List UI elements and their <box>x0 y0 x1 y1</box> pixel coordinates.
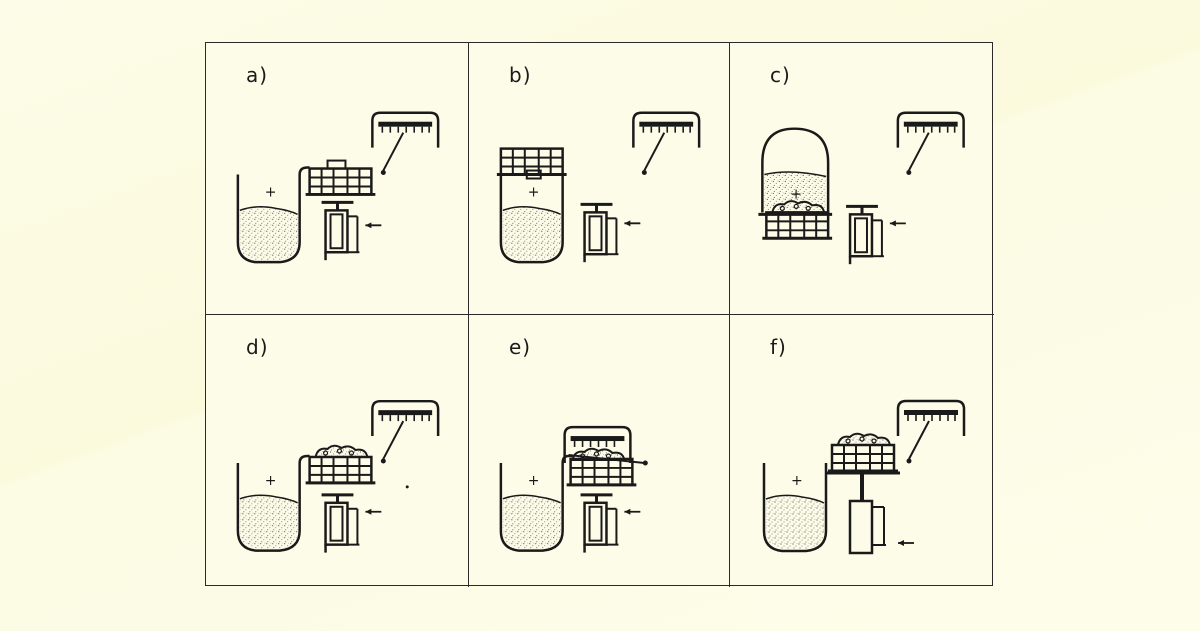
panel-label: e) <box>509 335 532 359</box>
panel-a: a) <box>206 43 469 315</box>
svg-text:+: + <box>790 186 802 202</box>
panel-label: f) <box>770 335 787 359</box>
panel-label: b) <box>509 63 532 87</box>
panel-b-illustration <box>495 111 701 264</box>
panel-f-illustration <box>762 399 966 555</box>
panel-d: d) <box>206 315 469 587</box>
panel-f: f) <box>730 315 994 587</box>
panel-c: c) + <box>730 43 994 315</box>
panel-e-illustration <box>499 425 648 555</box>
panel-d-illustration <box>236 399 440 555</box>
panel-c-illustration: + <box>758 111 965 266</box>
panel-label: d) <box>246 335 269 359</box>
panel-e: e) <box>469 315 730 587</box>
blowing-sequence-diagram: a) b) c) <box>205 42 994 587</box>
panel-label: a) <box>246 63 269 87</box>
panel-label: c) <box>770 63 791 87</box>
panel-b: b) <box>469 43 730 315</box>
panel-a-illustration <box>236 111 440 264</box>
